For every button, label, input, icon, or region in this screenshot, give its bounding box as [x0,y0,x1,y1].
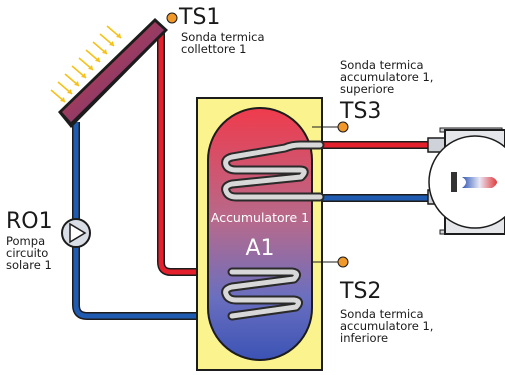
boiler-unit [427,127,505,235]
circulation-pump [61,218,91,248]
lower-heat-exchanger-coil [221,267,304,321]
tank-code: A1 [245,236,274,261]
pipes [72,30,432,320]
ts2-sensor-dot [337,256,349,268]
ts3-sensor-dot [337,121,349,133]
ro1-description: Pompa circuito solare 1 [6,234,52,272]
ts3-code: TS3 [339,99,381,124]
ts2-code: TS2 [339,279,381,304]
burner-flame-icon [462,177,497,188]
ro1-code: RO1 [6,209,53,234]
ts2-description: Sonda termica accumulatore 1, inferiore [340,307,437,345]
ts3-description: Sonda termica accumulatore 1, superiore [340,58,437,96]
solar-collector [58,18,168,128]
tank-name: Accumulatore 1 [211,210,309,225]
ts1-code: TS1 [178,5,220,30]
ts1-sensor-dot [166,12,178,24]
ts1-description: Sonda termica collettore 1 [181,30,268,56]
sun-ray-tips [60,33,121,102]
upper-heat-exchanger-coil [221,140,325,202]
sensors [166,12,349,268]
